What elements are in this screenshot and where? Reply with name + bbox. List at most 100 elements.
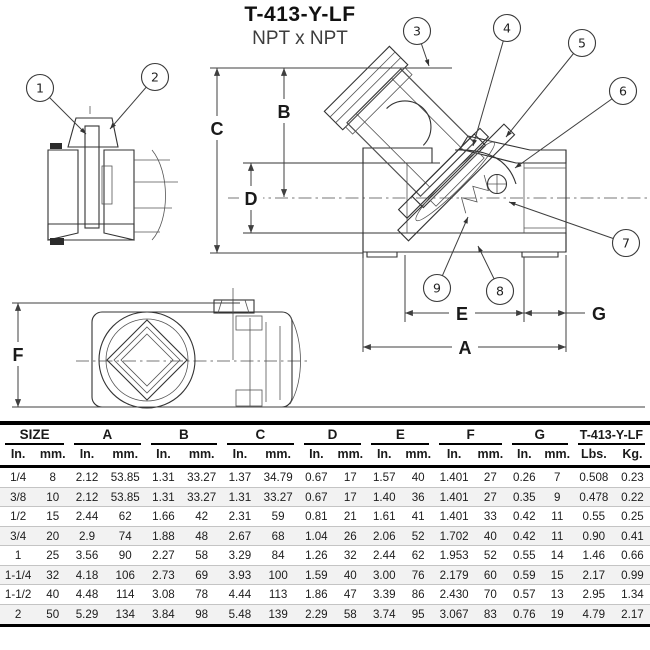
table-cell: 2.17: [572, 564, 615, 585]
table-cell: 1.31: [145, 486, 182, 507]
callout-5: 5: [567, 28, 597, 58]
table-cell: 33.27: [181, 486, 223, 507]
callout-6: 6: [608, 76, 638, 106]
table-cell: 1/2: [0, 506, 37, 527]
table-cell: 2.73: [145, 564, 182, 585]
table-cell: 3.08: [145, 584, 182, 605]
dim-label-c: C: [211, 119, 224, 139]
column-group-header: A: [69, 423, 145, 445]
table-cell: 84: [257, 545, 299, 566]
table-cell: 3.29: [222, 545, 258, 566]
table-cell: 2.12: [75, 471, 99, 484]
table-cell: 90: [104, 545, 146, 566]
table-cell: 2.44: [69, 506, 105, 527]
table-cell: 5.48: [222, 603, 258, 625]
dim-label-g: G: [592, 304, 606, 324]
dim-label-e: E: [456, 304, 468, 324]
table-cell: 32: [334, 545, 367, 566]
table-cell: 0.67: [298, 486, 335, 507]
unit-header: mm.: [104, 445, 146, 468]
table-cell: 52: [402, 525, 435, 546]
table-cell: 0.66: [614, 545, 650, 566]
table-cell: 0.76: [506, 603, 542, 625]
table-cell: 0.55: [506, 545, 542, 566]
callout-9: 9: [422, 273, 452, 303]
svg-text:7: 7: [622, 236, 630, 251]
unit-header: In.: [506, 445, 542, 468]
table-cell: 11: [541, 506, 573, 527]
table-cell: 11: [541, 525, 573, 546]
table-cell: 4.18: [69, 564, 105, 585]
table-cell: 33.27: [187, 471, 217, 484]
table-cell: 2.430: [434, 584, 474, 605]
table-cell: 40: [473, 525, 507, 546]
table-cell: 53.85: [110, 471, 140, 484]
unit-header: Lbs.: [572, 445, 615, 468]
table-cell: 33.27: [257, 486, 299, 507]
table-cell: 2.29: [298, 603, 335, 625]
svg-text:9: 9: [433, 281, 441, 296]
table-cell: 1.40: [366, 486, 403, 507]
column-group-header: E: [366, 423, 434, 445]
table-cell: 58: [181, 545, 223, 566]
column-group-header: C: [222, 423, 298, 445]
unit-header: In.: [298, 445, 335, 468]
table-cell: 1.66: [145, 506, 182, 527]
svg-text:1: 1: [36, 81, 44, 96]
dim-label-a: A: [459, 338, 472, 358]
table-cell: 3.84: [145, 603, 182, 625]
dim-label-f: F: [13, 345, 24, 365]
table-cell: 40: [411, 471, 425, 484]
table-cell: 113: [257, 584, 299, 605]
table-cell: 114: [104, 584, 146, 605]
callout-3: 3: [402, 16, 432, 46]
column-group-header: SIZE: [0, 423, 69, 445]
table-cell: 0.26: [513, 471, 536, 484]
table-cell: 1.401: [439, 471, 469, 484]
table-cell: 1-1/4: [0, 564, 37, 585]
unit-header: mm.: [257, 445, 299, 468]
table-cell: 0.99: [614, 564, 650, 585]
table-cell: 40: [36, 584, 70, 605]
table-cell: 2.17: [614, 603, 650, 625]
callout-4: 4: [492, 13, 522, 43]
table-cell: 32: [36, 564, 70, 585]
table-cell: 1.34: [614, 584, 650, 605]
table-cell: 0.41: [614, 525, 650, 546]
unit-header: In.: [0, 445, 37, 468]
table-cell: 1.37: [228, 471, 252, 484]
table-cell: 1-1/2: [0, 584, 37, 605]
table-cell: 19: [541, 603, 573, 625]
table-cell: 2.95: [572, 584, 615, 605]
table-cell: 139: [257, 603, 299, 625]
unit-header: Kg.: [614, 445, 650, 468]
table-cell: 58: [334, 603, 367, 625]
table-cell: 42: [181, 506, 223, 527]
table-cell: 2.06: [366, 525, 403, 546]
svg-text:4: 4: [503, 21, 511, 36]
table-cell: 0.81: [298, 506, 335, 527]
table-cell: 10: [36, 486, 70, 507]
table-cell: 0.59: [506, 564, 542, 585]
table-cell: 0.25: [614, 506, 650, 527]
bonnet-detail-view: [47, 106, 178, 245]
table-cell: 3.56: [69, 545, 105, 566]
table-cell: 17: [334, 486, 367, 507]
table-cell: 0.22: [614, 486, 650, 507]
table-cell: 83: [473, 603, 507, 625]
column-group-header: F: [434, 423, 507, 445]
table-cell: 1.86: [298, 584, 335, 605]
table-cell: 74: [104, 525, 146, 546]
table-cell: 1.26: [298, 545, 335, 566]
table-cell: 0.90: [572, 525, 615, 546]
table-cell: 3.00: [366, 564, 403, 585]
table-cell: 15: [541, 564, 573, 585]
